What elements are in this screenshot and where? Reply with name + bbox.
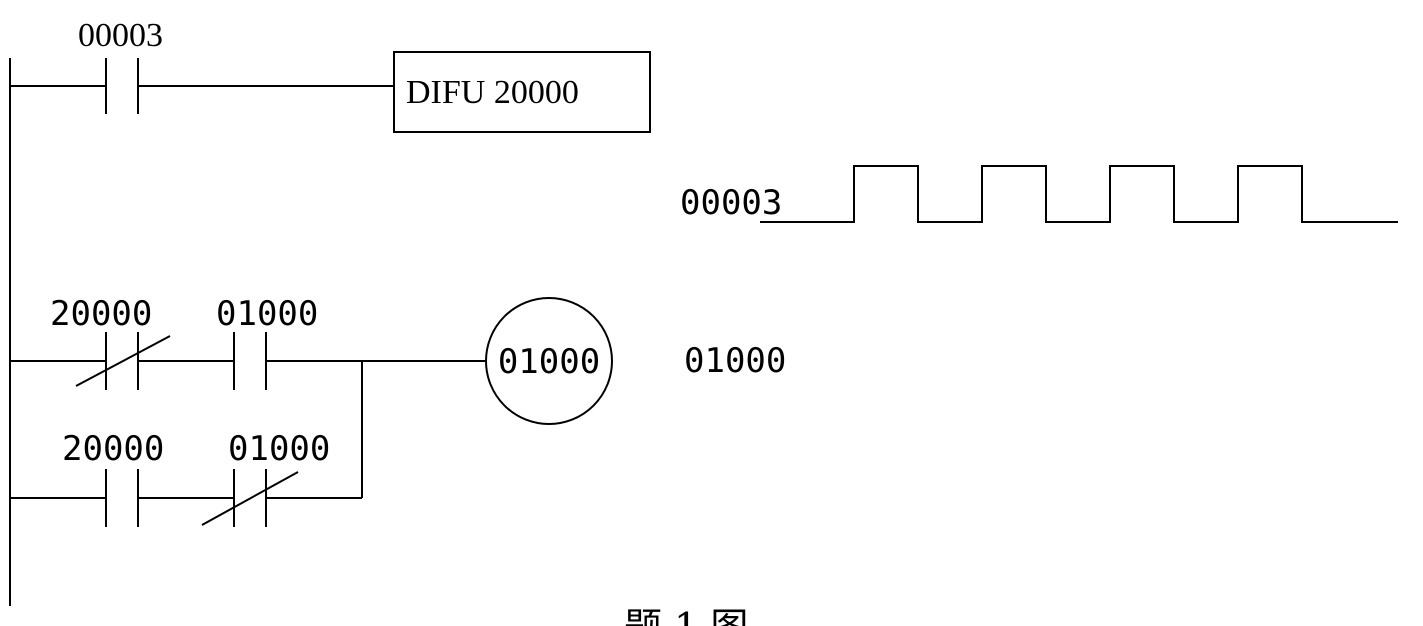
difu-instruction-label: DIFU 20000 — [406, 74, 579, 111]
rung2-nc-contact — [10, 332, 234, 390]
timing-diagram: 00003 01000 — [680, 165, 1398, 381]
rung3-nc-contact — [201, 469, 362, 527]
rung2-no-contact — [233, 332, 486, 390]
timing-output-label: 01000 — [684, 341, 786, 381]
rung2-no-contact-label: 01000 — [216, 294, 318, 334]
difu-instruction-box: DIFU 20000 — [393, 51, 651, 133]
rung1-no-contact — [10, 58, 394, 114]
output-coil-label: 01000 — [498, 342, 600, 382]
rung-1: 00003 DIFU 20000 — [10, 17, 651, 133]
figure-caption: 题 1 图 — [624, 605, 748, 626]
input-pulse-waveform — [760, 165, 1398, 223]
timing-input-label: 00003 — [680, 183, 782, 223]
rung-2: 20000 01000 01000 — [10, 294, 613, 425]
rung-3-branch: 20000 01000 — [10, 361, 363, 527]
rung2-nc-contact-label: 20000 — [50, 294, 152, 334]
output-coil: 01000 — [485, 297, 613, 425]
rung3-no-contact-label: 20000 — [62, 429, 164, 469]
rung1-contact-label: 00003 — [78, 17, 163, 54]
rung3-no-contact — [10, 469, 234, 527]
rung3-nc-contact-label: 01000 — [228, 429, 330, 469]
